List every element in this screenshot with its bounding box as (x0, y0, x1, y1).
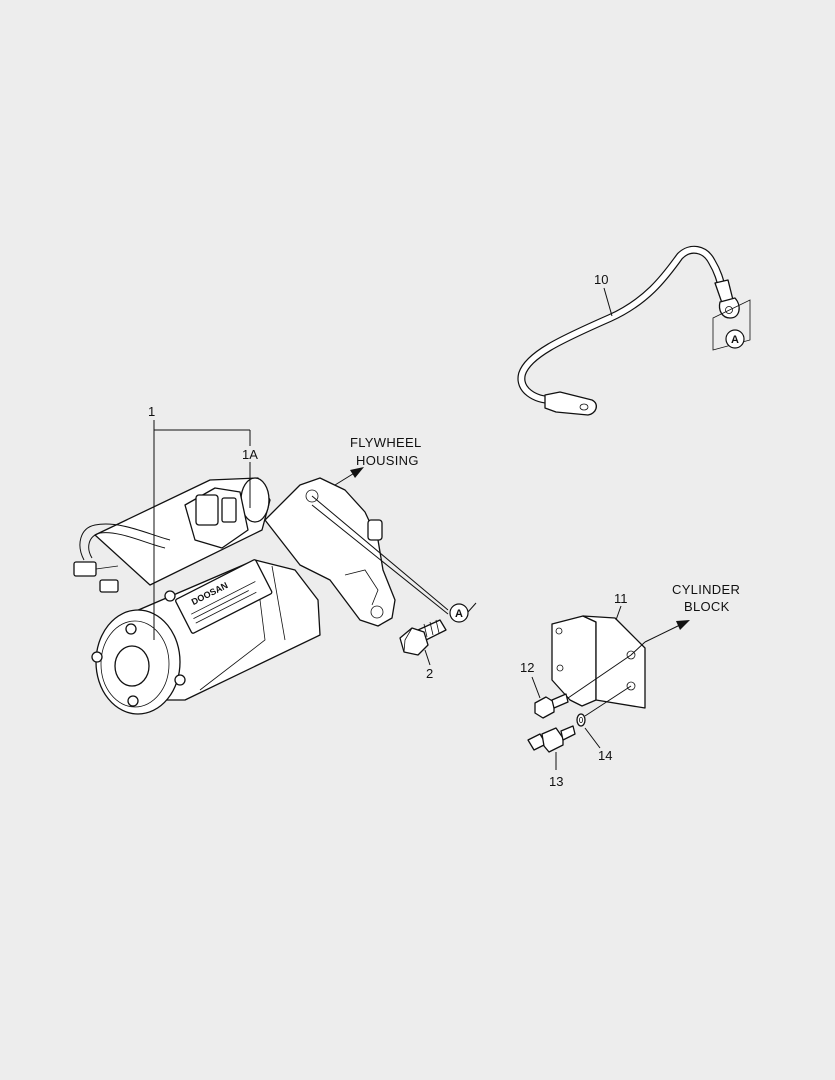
mounting-bracket (551, 615, 646, 709)
callout-10: 10 (594, 272, 608, 287)
bracket-bolt (534, 654, 632, 719)
cylinder-block-label-line2: BLOCK (684, 599, 730, 614)
flywheel-housing-arrow (334, 467, 364, 486)
callout-11-leader (615, 605, 622, 621)
callout-1a: 1A (242, 447, 258, 462)
reference-a-cable: A (731, 334, 739, 346)
flywheel-housing-label-line2: HOUSING (356, 453, 419, 468)
reference-a-cable-badge: A (725, 329, 745, 349)
reference-a-starter-badge: A (449, 603, 469, 623)
flywheel-housing-label-line1: FLYWHEEL (350, 435, 422, 450)
cylinder-block-label-line1: CYLINDER (672, 582, 740, 597)
reference-a-starter: A (455, 608, 463, 620)
callout-13: 13 (549, 774, 563, 789)
ground-cable (517, 245, 740, 416)
reference-a-starter-leader (311, 495, 477, 615)
callout-12-leader (531, 676, 541, 699)
starter-motor-assembly: DOOSAN (73, 477, 396, 715)
stud-bolt (527, 725, 576, 753)
callout-14: 14 (598, 748, 612, 763)
callout-1: 1 (148, 404, 155, 419)
callout-1-leaders (153, 420, 251, 640)
cable-ground-bracket-plate (712, 299, 751, 351)
nameplate: DOOSAN (175, 559, 273, 634)
callout-12: 12 (520, 660, 534, 675)
callout-2: 2 (426, 666, 433, 681)
callout-11: 11 (614, 591, 628, 606)
callout-14-leader (584, 727, 601, 749)
lock-washer (576, 685, 632, 727)
callout-10-leader (603, 287, 613, 317)
callout-2-leader (424, 649, 431, 666)
cylinder-block-arrow (630, 620, 690, 656)
flange-bolt (399, 619, 447, 656)
